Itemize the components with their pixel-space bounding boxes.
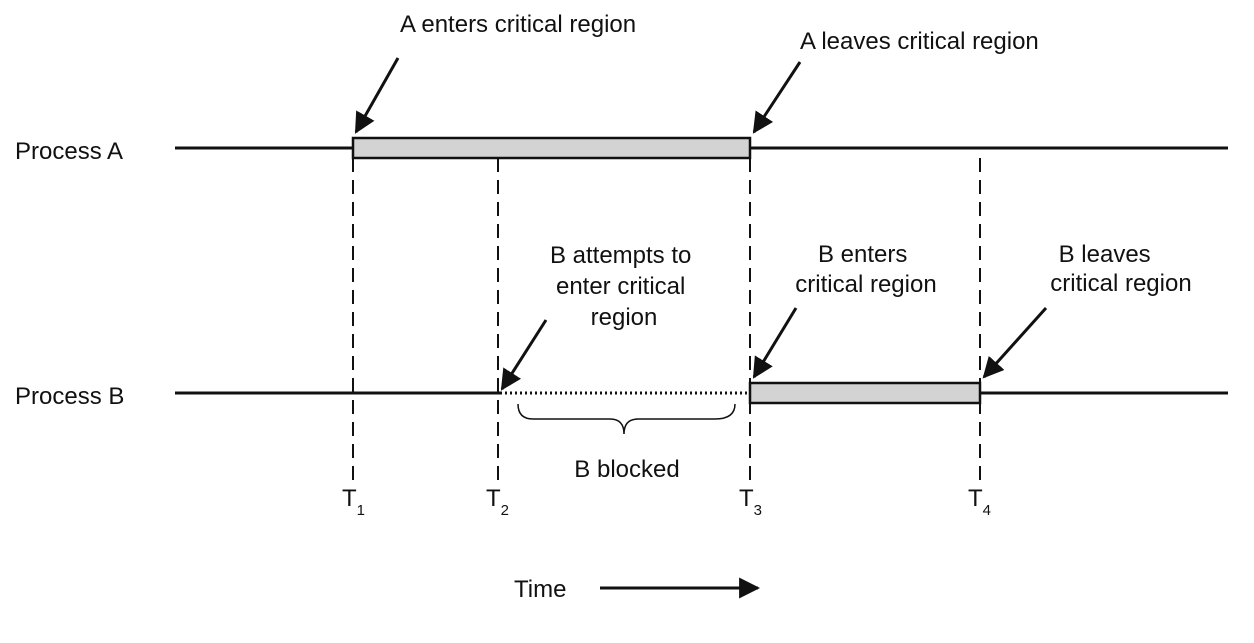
- time-mark-t1: T1: [342, 485, 365, 519]
- b-leaves-arrow: [982, 306, 1048, 379]
- time-label: Time: [514, 576, 566, 603]
- a-leaves-arrow: [752, 61, 802, 134]
- time-mark-t4: T4: [968, 485, 991, 519]
- process-a-critical-region-bar: [351, 136, 752, 160]
- b-attempts-arrow: [500, 319, 548, 391]
- b-blocked-brace: [517, 403, 736, 435]
- a-enters-arrow: [354, 57, 400, 134]
- b-leaves-label: B leaves critical region: [1050, 241, 1191, 297]
- a-leaves-label: A leaves critical region: [800, 28, 1039, 55]
- process-b-critical-region-bar: [748, 381, 982, 405]
- b-enters-arrow: [752, 307, 798, 379]
- process-a-label: Process A: [15, 138, 123, 165]
- process-b-label: Process B: [15, 383, 124, 410]
- b-attempts-label: B attempts to enter critical region: [550, 242, 698, 331]
- b-enters-label: B enters critical region: [795, 241, 936, 298]
- b-blocked-label: B blocked: [574, 456, 679, 483]
- a-enters-label: A enters critical region: [400, 11, 636, 38]
- time-mark-t2: T2: [486, 485, 509, 519]
- time-mark-t3: T3: [739, 485, 762, 519]
